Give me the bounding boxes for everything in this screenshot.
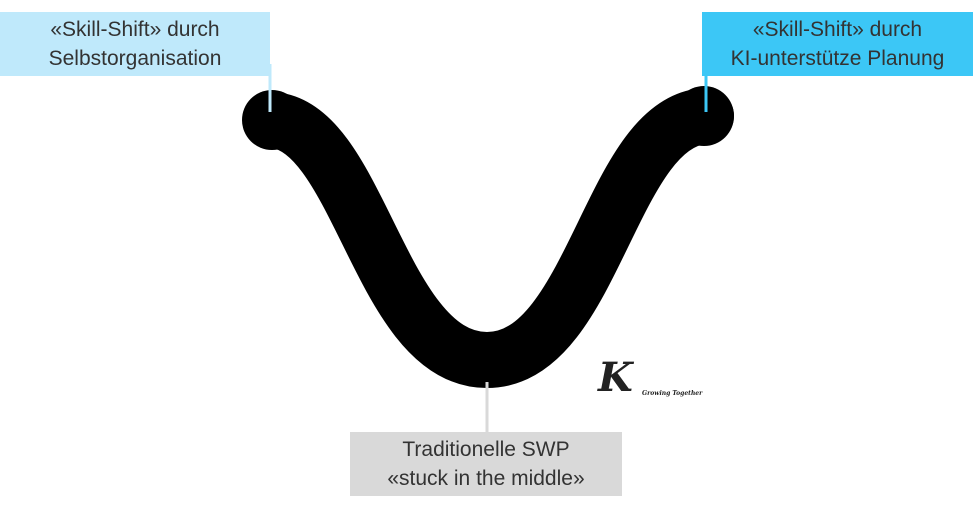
- label-traditional-swp: Traditionelle SWP «stuck in the middle»: [350, 432, 622, 496]
- label-bottom-line2: «stuck in the middle»: [387, 467, 585, 490]
- label-right-line1: «Skill-Shift» durch: [752, 18, 923, 41]
- label-right-line2: KI-unterstütze Planung: [730, 47, 945, 70]
- brand-logo: K Growing Together: [598, 354, 708, 404]
- logo-letter: K: [598, 354, 633, 401]
- label-ai-planning: «Skill-Shift» durch KI-unterstütze Planu…: [702, 12, 973, 76]
- label-left-line1: «Skill-Shift» durch: [50, 18, 220, 41]
- logo-tagline: Growing Together: [642, 390, 703, 397]
- curve-end-left: [242, 90, 302, 150]
- label-left-line2: Selbstorganisation: [48, 47, 222, 70]
- u-curve: [244, 88, 734, 388]
- label-self-organisation: «Skill-Shift» durch Selbstorganisation: [0, 12, 270, 76]
- label-bottom-line1: Traditionelle SWP: [402, 438, 570, 461]
- curve-end-right: [674, 86, 734, 146]
